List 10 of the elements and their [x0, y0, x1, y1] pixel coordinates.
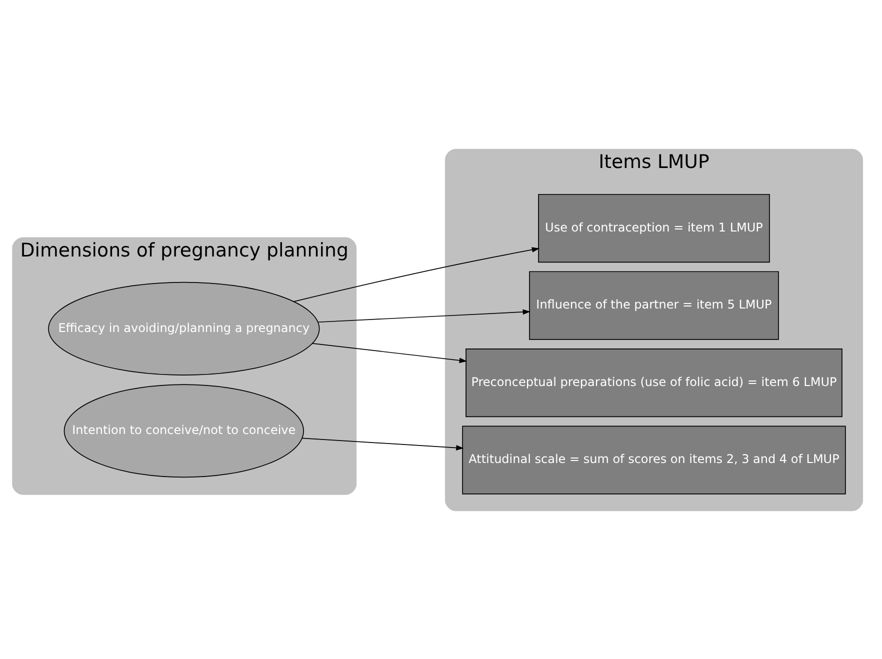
arrow	[318, 308, 531, 322]
arrow	[293, 246, 540, 302]
node-ellipse: Efficacy in avoiding/planning a pregnancy	[48, 281, 320, 375]
arrow	[302, 437, 464, 450]
node-box: Preconceptual preparations (use of folic acid) = item 6 LMUP	[466, 348, 842, 417]
node-box: Use of contraception = item 1 LMUP	[538, 193, 770, 262]
node-box: Influence of the partner = item 5 LMUP	[529, 270, 779, 340]
node-box: Attitudinal scale = sum of scores on items 2, 3 and 4 of LMUP	[462, 425, 846, 494]
node-ellipse: Intention to conceive/not to conceive	[64, 384, 304, 478]
arrow	[312, 342, 468, 363]
